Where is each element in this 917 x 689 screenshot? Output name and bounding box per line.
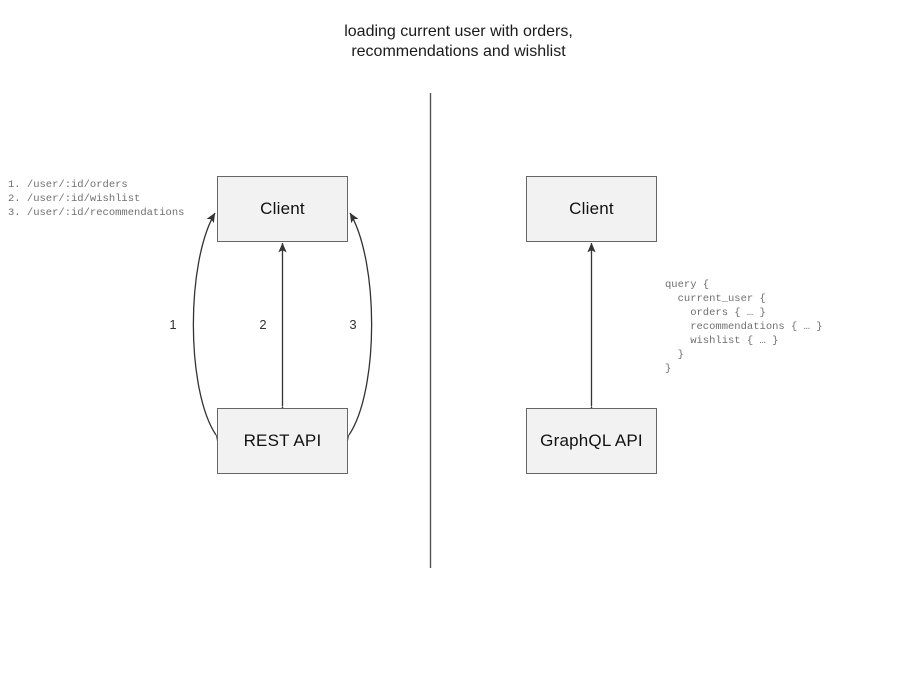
node-rest-client[interactable]: Client [217,176,348,242]
node-rest-api[interactable]: REST API [217,408,348,474]
node-graphql-api[interactable]: GraphQL API [526,408,657,474]
graphql-query-caption: query { current_user { orders { … } reco… [665,279,823,375]
edge-2-label: 2 [259,317,267,332]
edge-3-label: 3 [349,317,357,332]
node-rest-api-label: REST API [243,431,322,450]
edge-3-curve [340,212,373,446]
page-title: loading current user with orders, recomm… [344,23,573,60]
node-graphql-client-label: Client [569,199,614,218]
edge-1-label: 1 [169,317,177,332]
node-rest-client-label: Client [260,199,305,218]
node-graphql-api-label: GraphQL API [540,431,643,450]
edge-1-curve [192,212,225,446]
rest-routes-caption: 1. /user/:id/orders 2. /user/:id/wishlis… [8,179,185,219]
node-graphql-client[interactable]: Client [526,176,657,242]
